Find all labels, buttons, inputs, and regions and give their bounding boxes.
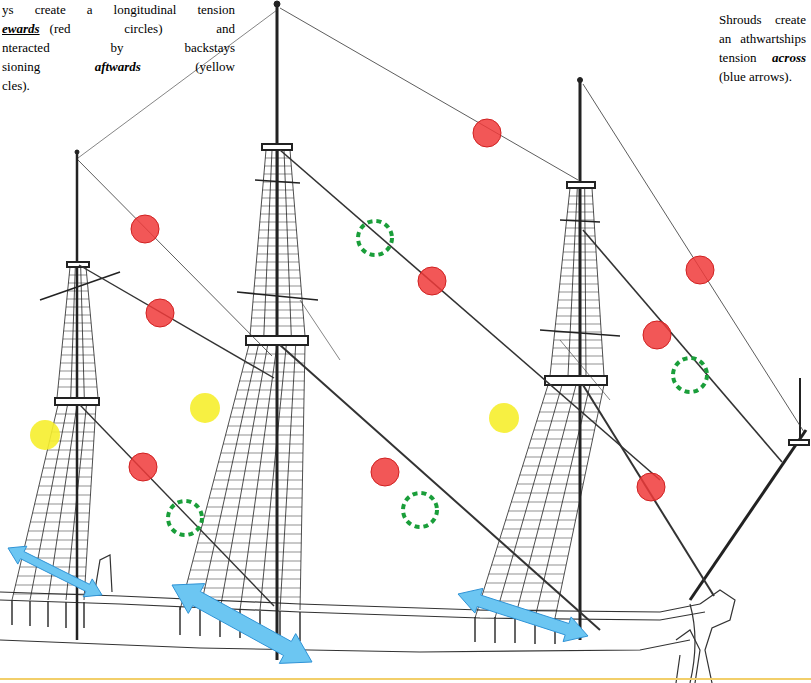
main-topgallant-stay [280, 8, 578, 180]
mizzen-mast [76, 150, 79, 640]
annotation-text: ewards [2, 21, 40, 37]
yellow-circle [30, 420, 60, 450]
red-circle [637, 473, 665, 501]
fore-crosstree [567, 182, 595, 188]
wale-line [0, 640, 690, 652]
main-ratlines [183, 354, 304, 597]
annotation-text: an athwartships [719, 31, 806, 47]
annotation-text: Shrouds create [719, 12, 806, 28]
main-stay [280, 345, 600, 630]
annotation-line: (blue arrows). [719, 69, 806, 85]
fore-top-ratlines [551, 196, 603, 364]
stem [690, 604, 695, 683]
green-dashed-circle [358, 221, 392, 255]
annotation-text: tension [719, 50, 757, 66]
annotation-text: across [772, 50, 806, 66]
annotation-text: cles). [2, 78, 30, 94]
shroud-arrows [8, 546, 588, 663]
red-circle [473, 119, 501, 147]
main-shrouds [180, 345, 305, 610]
yellow-circle [190, 393, 220, 423]
mast-truck [274, 1, 280, 7]
tops [55, 144, 809, 445]
main-crosstree [262, 144, 292, 150]
stay-markers [129, 119, 714, 501]
annotation-line: sioning aftwards (yellow [2, 59, 235, 75]
mizzen-crosstree [67, 262, 89, 267]
red-circle [643, 321, 671, 349]
fore-yard [540, 330, 620, 336]
annotation-text: (red circles) and [50, 21, 235, 37]
annotation-line: nteracted by backstays [2, 40, 235, 56]
fore-topsail-yard [560, 220, 600, 222]
figurehead [676, 630, 700, 683]
stern-post [95, 555, 112, 592]
annotation-line: cles). [2, 78, 235, 94]
annotation-text: aftwards [95, 59, 141, 75]
beakhead [700, 590, 735, 683]
annotation-text: (yellow [195, 59, 235, 75]
green-dashed-circle [403, 493, 437, 527]
mast-truck [75, 150, 79, 154]
hull [0, 555, 735, 683]
green-dashed-circle [673, 358, 707, 392]
annotation-line: tension across [719, 50, 806, 66]
fore-topmast-shrouds [550, 188, 604, 376]
main-topmast-stay [280, 150, 660, 480]
fore-mast [579, 78, 582, 640]
red-circle [686, 256, 714, 284]
running-rigging [300, 300, 610, 400]
mast-truck [578, 78, 583, 83]
red-circle [146, 299, 174, 327]
annotation-text: ys create a longitudinal tension [2, 2, 235, 18]
fore-top [545, 376, 607, 385]
mizzen-chains [12, 600, 84, 628]
fore-stay [583, 385, 714, 596]
mizzen-top [55, 398, 99, 405]
main-yard [237, 292, 318, 300]
annotation-text: (blue arrows). [719, 69, 792, 85]
shrouds [12, 150, 604, 618]
yards [40, 180, 620, 336]
annotation-line: ewards (red circles) and [2, 21, 235, 37]
annotation-text: nteracted by backstays [2, 40, 235, 56]
yellow-circle [489, 403, 519, 433]
sprit-top [789, 440, 809, 445]
fore-shrouds [475, 385, 604, 618]
annotation-line: Shrouds create [719, 12, 806, 28]
main-top [246, 336, 308, 345]
annotation-line: ys create a longitudinal tension [2, 2, 235, 18]
mizzen-topgallant-stay [78, 160, 272, 356]
red-circle [129, 453, 157, 481]
mizzen-topmast-stay [79, 265, 274, 378]
stays [78, 8, 804, 630]
backstay-markers [30, 393, 519, 450]
bottom-rule [0, 678, 811, 680]
rail-line [0, 600, 705, 620]
red-circle [131, 215, 159, 243]
annotation-line: an athwartships [719, 31, 806, 47]
green-dashed-circle [168, 501, 202, 535]
masts [75, 1, 806, 660]
blue-double-arrow [458, 588, 588, 641]
blue-double-arrow [172, 584, 312, 664]
fore-topmast-stay [583, 230, 782, 462]
mizzen-yard [40, 272, 120, 300]
red-circle [371, 458, 399, 486]
bowsprit [690, 430, 806, 600]
fore-topgallant-stay [583, 84, 804, 432]
main-mast [276, 2, 279, 660]
red-circle [418, 267, 446, 295]
highlight-markers [168, 221, 707, 535]
blue-double-arrow [8, 546, 102, 597]
mizzen-stay [80, 405, 274, 606]
sheer-line [0, 592, 700, 612]
main-topsail-yard [255, 180, 300, 183]
annotation-text: sioning [2, 59, 40, 75]
